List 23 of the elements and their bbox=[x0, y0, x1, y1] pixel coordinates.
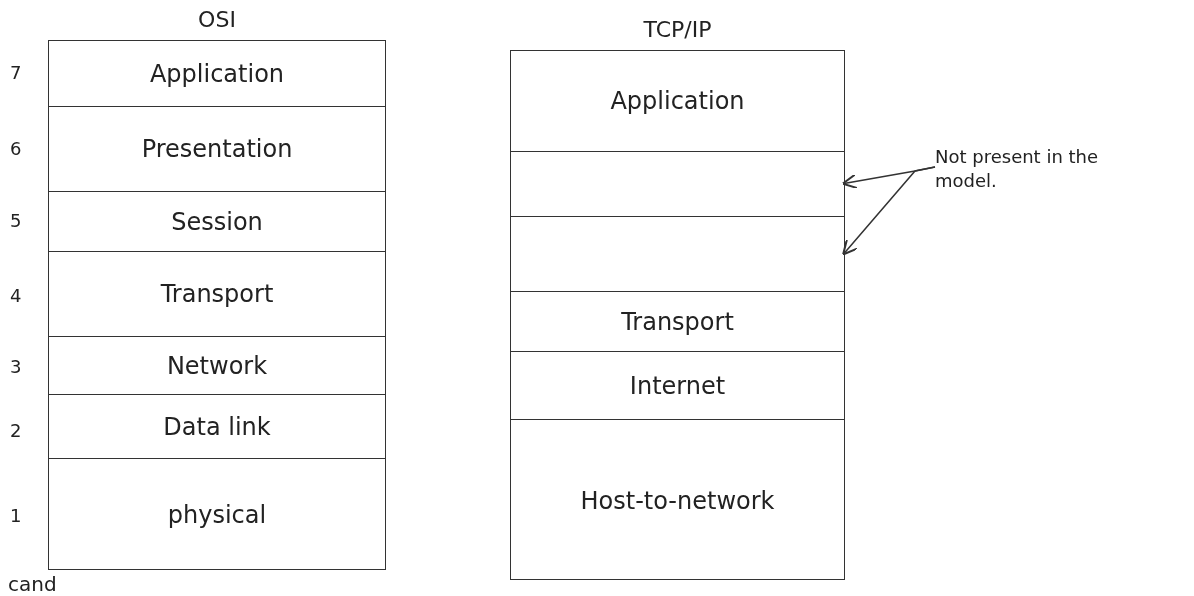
layer-name: Internet bbox=[629, 371, 726, 400]
layer-name: Application bbox=[149, 59, 285, 88]
layer-number: 7 bbox=[10, 62, 22, 83]
text-fragment: cand bbox=[8, 572, 57, 596]
layer-name: Transport bbox=[160, 280, 274, 308]
layer-number: 2 bbox=[10, 420, 22, 441]
layer-number: 6 bbox=[10, 138, 22, 159]
layer-name: Network bbox=[166, 351, 268, 380]
layer-number: 3 bbox=[10, 356, 22, 377]
layer-number: 5 bbox=[10, 210, 22, 231]
note-text: Not present in the model. bbox=[935, 145, 1100, 193]
layer-name: Presentation bbox=[141, 135, 293, 163]
layer-number: 1 bbox=[10, 505, 22, 526]
layer-number: 4 bbox=[10, 285, 22, 306]
layer-name: Session bbox=[171, 207, 263, 236]
layer-name: Transport bbox=[621, 307, 734, 336]
layer-name: Application bbox=[610, 87, 745, 115]
layer-name: Data link bbox=[163, 412, 271, 441]
stack-title: OSI bbox=[198, 7, 236, 32]
layer-name: physical bbox=[167, 501, 267, 529]
stack-title: TCP/IP bbox=[643, 17, 712, 42]
layer-name: Host-to-network bbox=[580, 486, 775, 515]
arrow bbox=[842, 166, 936, 256]
